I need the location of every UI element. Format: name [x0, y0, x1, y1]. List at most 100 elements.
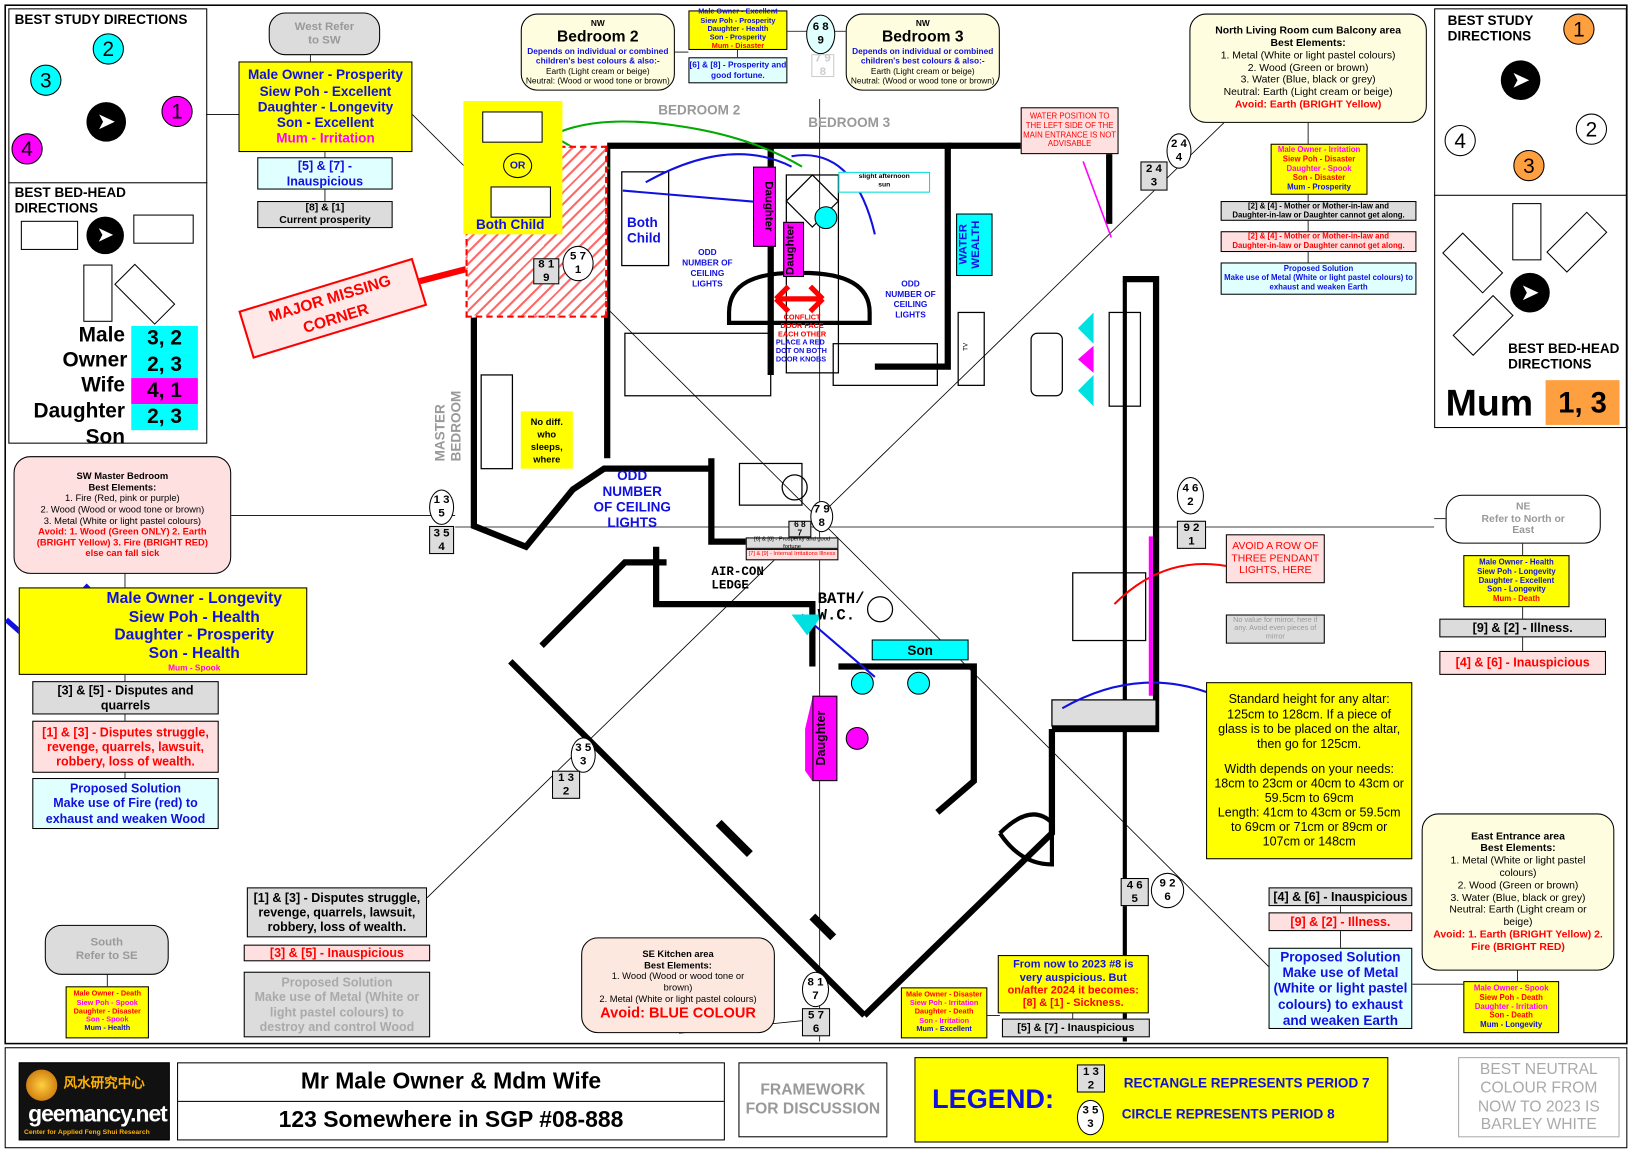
text-line: LEDGE — [711, 578, 749, 593]
northeast-period8-box: [4] & [6] - Inauspicious — [1439, 650, 1606, 675]
text-line: where — [533, 454, 561, 465]
text-line: [6] & [8] - Prosperity and — [689, 60, 787, 70]
bath-wc-label: BATH/W.C. — [818, 591, 865, 625]
text-line: exhaust and weaken Wood — [45, 810, 206, 826]
text-line: to SW — [308, 33, 341, 47]
legend-circle-text: CIRCLE REPRESENTS PERIOD 8 — [1121, 1106, 1335, 1122]
text-line: Make use of Fire (red) to — [53, 796, 198, 811]
row-value: 2, 3 — [131, 404, 198, 431]
text-line: Male Owner - Excellent — [698, 8, 778, 17]
text-line: WEALTH — [969, 220, 983, 269]
text-line: BEST NEUTRAL — [1479, 1060, 1598, 1079]
text-line: Earth (Light cream or beige) — [545, 66, 650, 76]
text-line: Daughter - Health — [707, 25, 769, 34]
text-line: FOR DISCUSSION — [745, 1099, 881, 1118]
text-line: 7 — [797, 528, 803, 538]
text-line: Mum - Spook — [168, 663, 221, 673]
text-line: Mum - Health — [84, 1025, 131, 1033]
text-line: 2. Wood (Green or brown) — [1247, 62, 1369, 74]
text-line: Siew Poh - Health — [128, 607, 260, 626]
yin-yang-icon — [26, 1069, 58, 1101]
text-line: 3. Water (Blue, black or grey) — [1240, 74, 1376, 86]
text-line: Avoid: Earth (BRIGHT Yellow) — [1234, 98, 1382, 111]
row-value: 4, 1 — [131, 378, 198, 405]
study-title: BEST STUDY DIRECTIONS — [1447, 12, 1534, 44]
text-line: FRAMEWORK — [760, 1081, 866, 1100]
text-line: 3 — [580, 755, 587, 768]
text-line: Depends on individual or combined — [527, 46, 669, 56]
text-line: Avoid: 1. Wood (Green ONLY) 2. Earth — [38, 526, 207, 537]
text-line: Neutral: Earth (Light cream or — [1449, 904, 1587, 916]
text-line: SE Kitchen area — [642, 949, 714, 960]
text-line: [8] & [1] - Sickness. — [1022, 997, 1124, 1010]
bed-icon — [83, 264, 113, 322]
text-line: 1. Fire (Red, pink or purple) — [65, 492, 180, 504]
text-line: colours) — [1499, 867, 1537, 879]
text-line: ODD — [901, 279, 920, 289]
text-line: 7 9 — [813, 503, 830, 516]
text-line: Daughter - Death — [914, 1008, 974, 1016]
text-line: 2 4 — [1146, 162, 1162, 175]
text-line: WATER POSITION TO — [1029, 111, 1110, 121]
text-line: Male Owner - Prosperity — [247, 66, 403, 83]
text-line: destroy and control Wood — [259, 1019, 415, 1034]
text-line: LIGHTS, HERE — [1239, 564, 1312, 577]
text-line: 5 — [1131, 892, 1138, 905]
study-number: 3 — [1513, 149, 1545, 182]
divider — [8, 182, 208, 184]
bedhead-table-values: 3, 2 2, 3 4, 1 2, 3 — [131, 325, 198, 431]
text-line: ODD — [698, 247, 717, 258]
compass-icon: ➤ — [1500, 60, 1541, 100]
text-line: ODD — [617, 467, 648, 484]
text-line: [2] & [4] - Mother or Mother-in-law and — [1248, 231, 1390, 241]
text-line: NUMBER — [602, 483, 662, 499]
row-name: Daughter — [33, 399, 125, 423]
text-line: else can fall sick — [85, 548, 160, 559]
top-left-panel — [8, 8, 208, 444]
logo-subtitle: Center for Applied Feng Shui Research — [23, 1128, 150, 1137]
text-line: 1. Metal (White or light pastel colours) — [1220, 49, 1396, 62]
text-line: to 69cm or 71cm or 89cm or — [1231, 819, 1388, 835]
text-line: Son - Excellent — [276, 114, 374, 131]
text-line: Earth (Light cream or beige) — [870, 66, 975, 76]
row-value: 3, 2 — [131, 325, 198, 353]
study-title: BEST STUDY DIRECTIONS — [14, 11, 188, 28]
east-period8-box: [9] & [2] - Illness. — [1268, 912, 1413, 932]
text-line: OF CEILING — [593, 498, 671, 515]
text-line: 9 2 — [1159, 876, 1176, 890]
magenta-dot-icon — [845, 726, 869, 750]
text-line: 18cm to 23cm or 40cm to 43cm or — [1214, 775, 1404, 791]
west-period7-box: [8] & [1]Current prosperity — [257, 201, 393, 229]
text-line: 1. Wood (Wood or wood tone or — [611, 971, 745, 982]
text-line: NW — [590, 18, 605, 28]
legend-rect-text: RECTANGLE REPRESENTS PERIOD 7 — [1123, 1074, 1370, 1091]
text-line: Make use of Metal (White or — [254, 989, 420, 1005]
text-line: LIGHTS — [607, 514, 658, 531]
northeast-period7-box: [9] & [2] - Illness. — [1439, 618, 1606, 638]
text-line: Daughter - Excellent — [1478, 575, 1555, 585]
text-line: No diff. — [530, 416, 563, 428]
text-line: 1 3 — [433, 493, 450, 507]
divider — [178, 1100, 724, 1102]
text-line: Proposed Solution — [1283, 263, 1354, 274]
bedroom3-label: BEDROOM 3 — [808, 114, 891, 131]
text-line: DOT ON BOTH — [775, 347, 827, 356]
walls — [470, 142, 1160, 1042]
text-line: CEILING — [690, 268, 725, 279]
text-line: Siew Poh - Disaster — [1282, 154, 1356, 164]
text-line: 6 — [812, 1022, 820, 1035]
